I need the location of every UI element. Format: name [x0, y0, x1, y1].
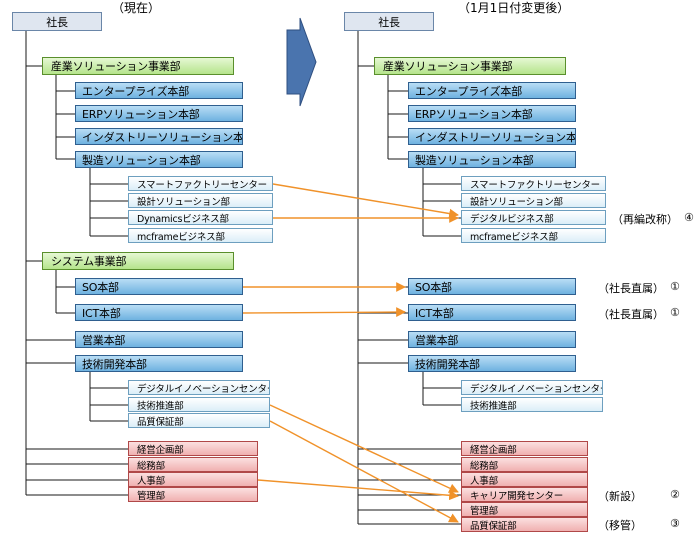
right-president: 社長: [344, 12, 434, 31]
right-design-solution-dept: 設計ソリューション部: [461, 193, 606, 208]
left-design-solution-dept: 設計ソリューション部: [128, 193, 273, 208]
right-quality-assurance-dept: 品質保証部: [461, 517, 588, 532]
arrow-smart-factory-to-digital: [272, 183, 459, 219]
right-corporate-planning-dept: 経営企画部: [461, 441, 588, 456]
left-mcframe-dept: mcframeビジネス部: [128, 228, 273, 243]
transition-arrow-icon: [286, 17, 317, 107]
header-after: （1月1日付変更後）: [458, 1, 570, 15]
left-dynamics-dept: Dynamicsビジネス部: [128, 210, 273, 225]
left-general-affairs-dept: 総務部: [128, 457, 258, 472]
right-digital-business-dept: デジタルビジネス部: [461, 210, 606, 225]
right-manufacturing-unit: 製造ソリューション本部: [408, 151, 576, 168]
note-so-number: ①: [670, 280, 680, 293]
right-industry-solution-unit: インダストリーソリューション本部: [408, 128, 576, 145]
arrow-quality-to-quality: [269, 420, 459, 523]
note-rename: （再編改称）: [612, 213, 678, 226]
change-arrows: [242, 183, 459, 523]
left-tree-lines: [25, 31, 128, 496]
left-smart-factory-center: スマートファクトリーセンター: [128, 176, 273, 191]
left-so-unit: SO本部: [75, 278, 243, 295]
header-current: （現在）: [112, 1, 161, 15]
right-career-dev-center: キャリア開発センター: [461, 487, 588, 502]
note-new-number: ②: [670, 488, 680, 501]
right-mcframe-dept: mcframeビジネス部: [461, 228, 606, 243]
left-erp-unit: ERPソリューション本部: [75, 105, 243, 122]
right-industry-division: 産業ソリューション事業部: [374, 57, 566, 75]
note-so-direct: （社長直属）: [598, 282, 664, 295]
left-enterprise-unit: エンタープライズ本部: [75, 82, 243, 99]
left-quality-assurance-dept: 品質保証部: [128, 413, 270, 428]
left-ict-unit: ICT本部: [75, 304, 243, 321]
left-president: 社長: [12, 12, 102, 31]
arrow-tech-promo-to-career: [269, 404, 459, 493]
right-ict-unit: ICT本部: [408, 304, 576, 321]
note-new: （新設）: [598, 490, 642, 503]
right-tech-dev-unit: 技術開発本部: [408, 355, 576, 372]
left-hr-dept: 人事部: [128, 472, 258, 487]
note-ict-direct: （社長直属）: [598, 308, 664, 321]
left-corporate-planning-dept: 経営企画部: [128, 441, 258, 456]
right-hr-dept: 人事部: [461, 472, 588, 487]
left-tech-dev-unit: 技術開発本部: [75, 355, 243, 372]
right-general-affairs-dept: 総務部: [461, 457, 588, 472]
left-tech-promotion-dept: 技術推進部: [128, 397, 270, 412]
arrow-ict-to-ict: [242, 307, 406, 317]
left-admin-dept: 管理部: [128, 487, 258, 502]
left-industry-division: 産業ソリューション事業部: [42, 57, 234, 75]
left-system-division: システム事業部: [42, 252, 234, 270]
right-tech-promotion-dept: 技術推進部: [461, 397, 603, 412]
arrow-hr-to-career: [257, 479, 459, 501]
right-erp-unit: ERPソリューション本部: [408, 105, 576, 122]
note-rename-number: ④: [684, 211, 694, 224]
left-manufacturing-unit: 製造ソリューション本部: [75, 151, 243, 168]
right-enterprise-unit: エンタープライズ本部: [408, 82, 576, 99]
left-industry-solution-unit: インダストリーソリューション本部: [75, 128, 243, 145]
right-smart-factory-center: スマートファクトリーセンター: [461, 176, 606, 191]
note-transfer-number: ③: [670, 517, 680, 530]
right-admin-dept: 管理部: [461, 502, 588, 517]
right-sales-unit: 営業本部: [408, 331, 576, 348]
note-ict-number: ①: [670, 306, 680, 319]
right-so-unit: SO本部: [408, 278, 576, 295]
note-transfer: （移管）: [598, 519, 642, 532]
left-sales-unit: 営業本部: [75, 331, 243, 348]
left-digital-innovation-center: デジタルイノベーションセンター: [128, 380, 270, 395]
right-digital-innovation-center: デジタルイノベーションセンター: [461, 380, 603, 395]
